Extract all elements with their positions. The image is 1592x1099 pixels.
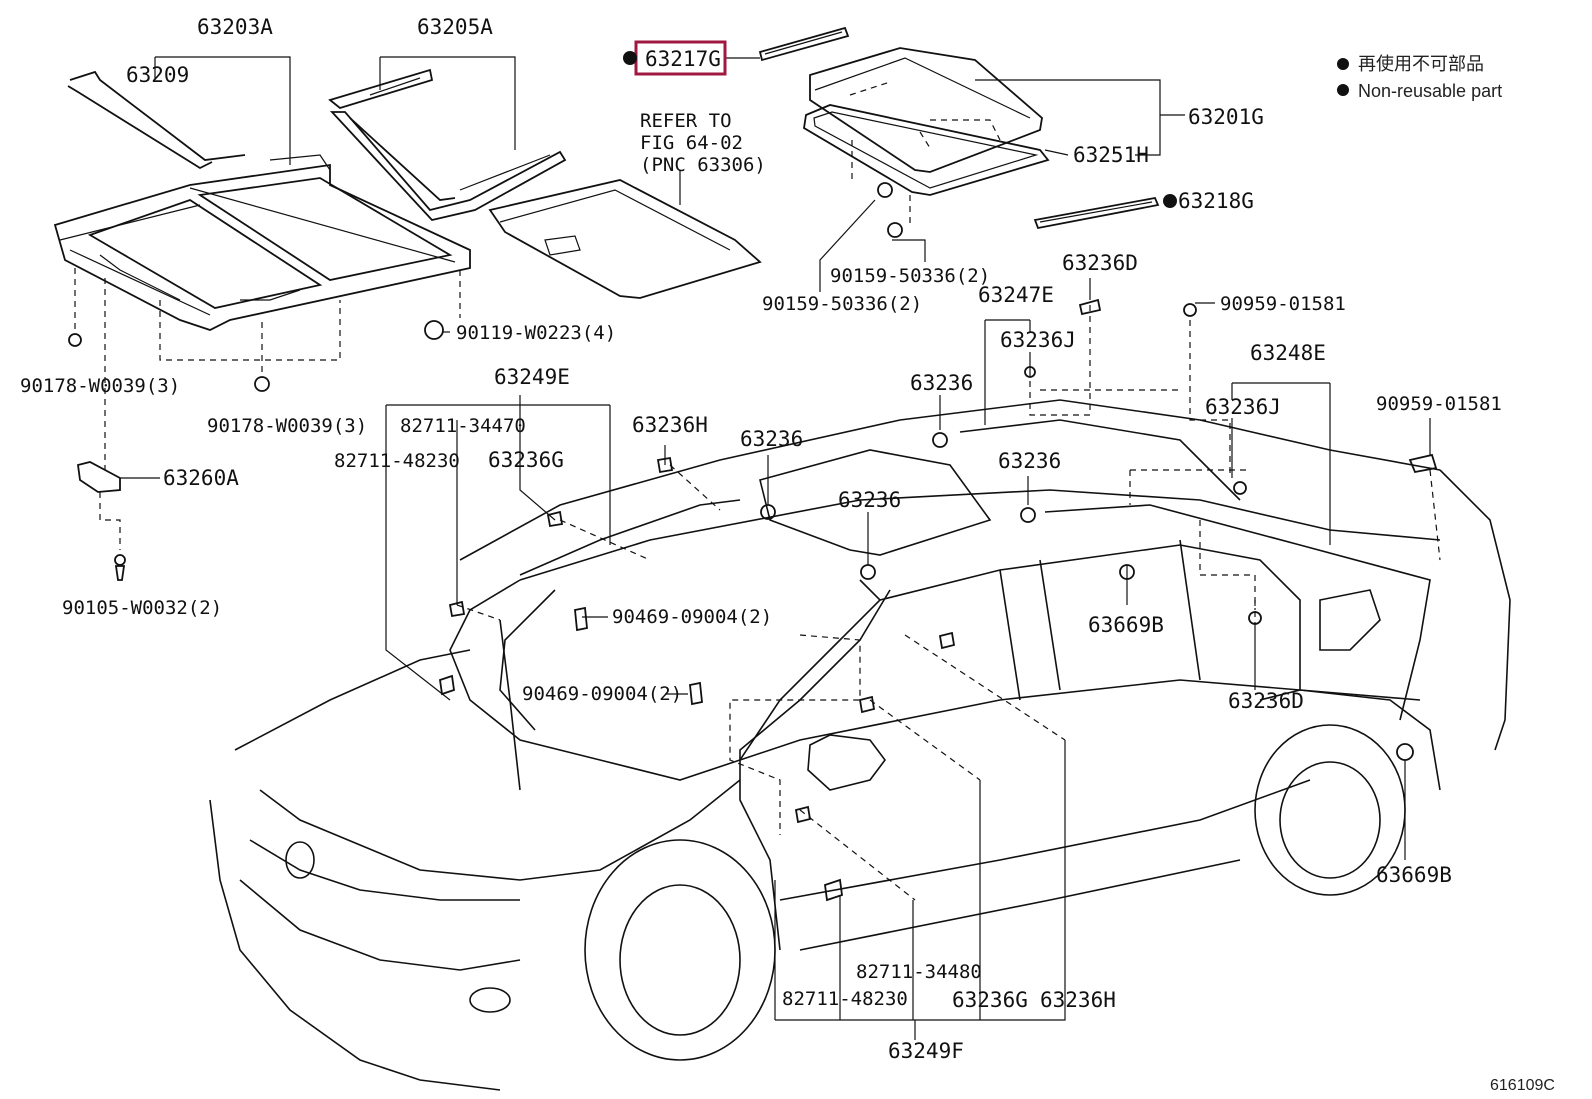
refer-line-2: FIG 64-02 bbox=[640, 132, 743, 154]
legend: 再使用不可部品 Non-reusable part bbox=[1337, 54, 1502, 101]
label-90469-09004-b[interactable]: 90469-09004(2) bbox=[522, 683, 682, 705]
label-63236-d[interactable]: 63236 bbox=[998, 449, 1061, 473]
label-63236G-bot[interactable]: 63236G bbox=[952, 988, 1028, 1012]
clips-drawing bbox=[439, 298, 1438, 902]
label-63209[interactable]: 63209 bbox=[126, 63, 189, 87]
label-63218G[interactable]: 63218G bbox=[1178, 189, 1254, 213]
label-63236D-top[interactable]: 63236D bbox=[1062, 251, 1138, 275]
sunroof-housing-drawing bbox=[53, 70, 471, 581]
label-90178-W0039-b[interactable]: 90178-W0039(3) bbox=[207, 415, 367, 437]
label-63251H[interactable]: 63251H bbox=[1073, 143, 1149, 167]
label-82711-48230-a[interactable]: 82711-48230 bbox=[334, 450, 460, 472]
label-82711-48230-b[interactable]: 82711-48230 bbox=[782, 988, 908, 1010]
figure-number: 616109C bbox=[1490, 1077, 1555, 1094]
label-63669B-a[interactable]: 63669B bbox=[1088, 613, 1164, 637]
label-63236-a[interactable]: 63236 bbox=[740, 427, 803, 451]
label-63236J-a[interactable]: 63236J bbox=[1000, 328, 1076, 352]
sunshade-drawing bbox=[488, 179, 762, 299]
sunroof-rails-drawing bbox=[328, 68, 567, 221]
legend-en: Non-reusable part bbox=[1358, 81, 1502, 101]
refer-line-1: REFER TO bbox=[640, 110, 732, 132]
label-63236H-bot[interactable]: 63236H bbox=[1040, 988, 1116, 1012]
label-63236G-top[interactable]: 63236G bbox=[488, 448, 564, 472]
non-reusable-dot-icon bbox=[623, 51, 637, 65]
label-63260A[interactable]: 63260A bbox=[163, 466, 239, 490]
leader-lines bbox=[120, 56, 1441, 1040]
non-reusable-dot-icon bbox=[1337, 84, 1349, 96]
refer-line-3: (PNC 63306) bbox=[640, 154, 766, 176]
label-90959-01581-a[interactable]: 90959-01581 bbox=[1220, 293, 1346, 315]
car-body-drawing bbox=[209, 399, 1511, 1091]
non-reusable-dot-icon bbox=[1337, 58, 1349, 70]
label-63236H-top[interactable]: 63236H bbox=[632, 413, 708, 437]
label-63248E[interactable]: 63248E bbox=[1250, 341, 1326, 365]
label-63236D-bot[interactable]: 63236D bbox=[1228, 689, 1304, 713]
part-labels: 63203A 63205A 63209 63217G 63201G 63251H… bbox=[20, 15, 1502, 1063]
label-63236-b[interactable]: 63236 bbox=[838, 488, 901, 512]
label-63203A[interactable]: 63203A bbox=[197, 15, 273, 39]
label-63249F[interactable]: 63249F bbox=[888, 1039, 964, 1063]
label-82711-34480[interactable]: 82711-34480 bbox=[856, 961, 982, 983]
label-90178-W0039-a[interactable]: 90178-W0039(3) bbox=[20, 375, 180, 397]
label-63236-c[interactable]: 63236 bbox=[910, 371, 973, 395]
label-63247E[interactable]: 63247E bbox=[978, 283, 1054, 307]
legend-jp: 再使用不可部品 bbox=[1358, 54, 1484, 74]
label-63236J-b[interactable]: 63236J bbox=[1205, 395, 1281, 419]
label-63205A[interactable]: 63205A bbox=[417, 15, 493, 39]
label-90105-W0032[interactable]: 90105-W0032(2) bbox=[62, 597, 222, 619]
label-63249E[interactable]: 63249E bbox=[494, 365, 570, 389]
non-reusable-dot-icon bbox=[1163, 194, 1177, 208]
label-90159-50336-b[interactable]: 90159-50336(2) bbox=[762, 293, 922, 315]
label-82711-34470[interactable]: 82711-34470 bbox=[400, 415, 526, 437]
label-63669B-b[interactable]: 63669B bbox=[1376, 863, 1452, 887]
label-63201G[interactable]: 63201G bbox=[1188, 105, 1264, 129]
label-63217G[interactable]: 63217G bbox=[645, 47, 721, 71]
label-90469-09004-a[interactable]: 90469-09004(2) bbox=[612, 606, 772, 628]
sunroof-glass-drawing bbox=[758, 26, 1160, 238]
label-90159-50336-a[interactable]: 90159-50336(2) bbox=[830, 265, 990, 287]
label-90959-01581-b[interactable]: 90959-01581 bbox=[1376, 393, 1502, 415]
label-90119-W0223[interactable]: 90119-W0223(4) bbox=[456, 322, 616, 344]
